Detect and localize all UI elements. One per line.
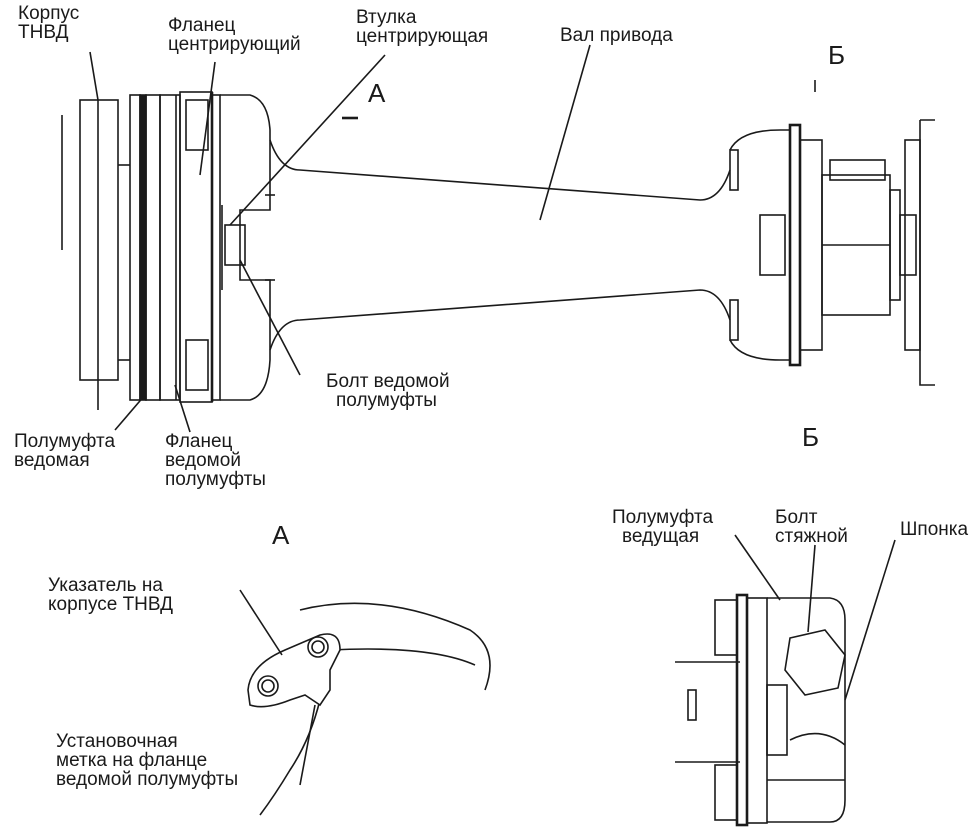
drive-shaft [265,139,731,351]
label-view-a-marker: А [368,78,386,108]
label-view-a-title: А [272,520,290,550]
detail-a [239,589,491,816]
driving-half-coupling [729,119,935,386]
label-key: Шпонка [900,519,969,540]
label-view-b-marker: Б [828,40,846,70]
driven-flange [179,91,221,403]
driven-half-coupling [118,94,181,401]
label-drive-shaft: Вал привода [560,25,673,46]
pump-housing [61,99,119,410]
detail-b [675,534,896,827]
section-markers [342,80,816,120]
label-view-b-title: Б [802,422,820,452]
centering-hub [220,94,271,401]
leader-lines-top [89,44,591,433]
